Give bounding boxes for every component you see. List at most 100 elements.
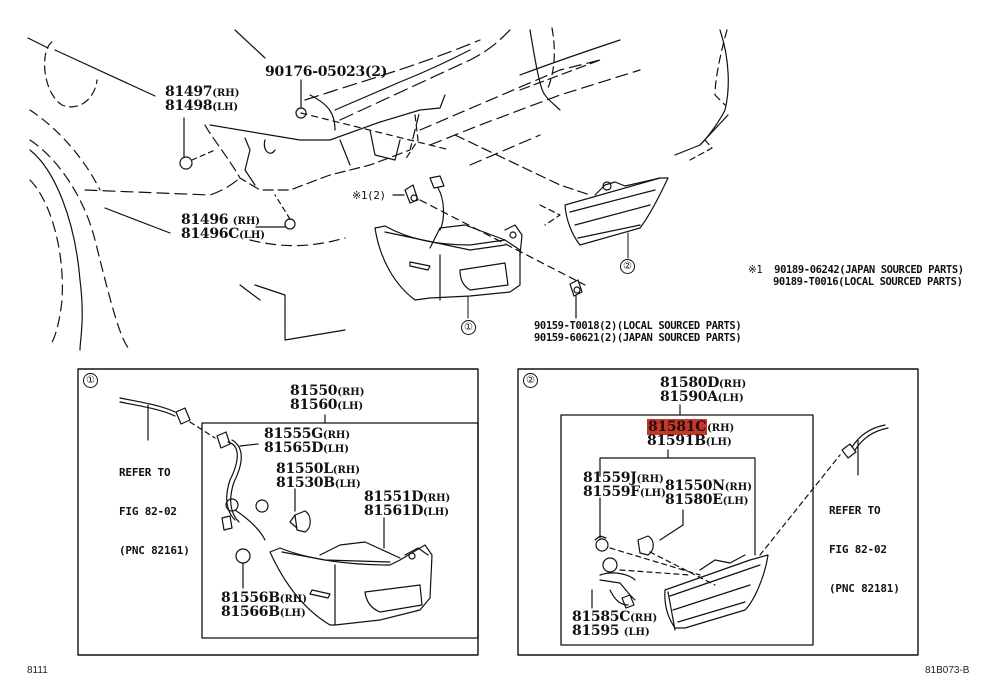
side-lh: (LH) xyxy=(323,444,349,455)
label-box2-bulb-b[interactable]: 81550N(RH) 81580E(LH) xyxy=(665,478,752,508)
label-box1-bulb[interactable]: 81550L(RH) 81530B(LH) xyxy=(276,461,361,491)
label-clip-lower[interactable]: 81496 (RH) 81496C(LH) xyxy=(181,212,266,242)
part-number-rh-highlighted[interactable]: 81581C xyxy=(647,419,708,435)
part-number-lh: 81580E xyxy=(665,492,723,508)
side-rh: (RH) xyxy=(724,482,752,493)
part-number-lh: 81566B xyxy=(221,604,280,620)
box1-socket-harness xyxy=(216,431,269,589)
part-number-rh: 81555G xyxy=(264,426,323,442)
box2-wire xyxy=(841,424,889,476)
side-rh: (RH) xyxy=(636,474,664,485)
label-clip-upper[interactable]: 81497(RH) 81498(LH) xyxy=(165,84,240,114)
part-number-rh: 81496 xyxy=(181,212,233,228)
box2-socket xyxy=(591,557,636,609)
part-number: 90176-05023(2) xyxy=(265,64,388,80)
side-rh: (RH) xyxy=(630,613,658,624)
part-number-lh: 81559F xyxy=(583,484,640,500)
side-rh: (RH) xyxy=(337,387,365,398)
section-code: 8111 xyxy=(27,665,48,676)
overview-lamp-outer xyxy=(374,175,523,319)
label-box1-assembly[interactable]: 81550(RH) 81560(LH) xyxy=(290,383,365,413)
box1-wire xyxy=(119,397,216,441)
part-number-lh: 81561D xyxy=(364,503,424,519)
footnote-line-local: 90189-T0016(LOCAL SOURCED PARTS) xyxy=(773,276,963,288)
footnote-line-japan: 90189-06242(JAPAN SOURCED PARTS) xyxy=(774,264,964,276)
box1-bulb xyxy=(289,488,311,533)
callout-2-overview[interactable]: ② xyxy=(620,259,635,274)
screw-local: 90159-T0018(2)(LOCAL SOURCED PARTS) xyxy=(534,320,742,332)
box2-lens xyxy=(664,554,769,631)
callout-1-overview[interactable]: ① xyxy=(461,320,476,335)
refer-box2: REFER TO FIG 82-02 (PNC 82181) xyxy=(829,478,900,608)
refer-line: REFER TO xyxy=(119,466,171,479)
part-number-rh: 81585C xyxy=(572,609,631,625)
car-body-outline xyxy=(27,27,729,351)
box-2-inner-frame xyxy=(560,414,814,646)
part-number-lh: 81496C xyxy=(181,226,240,242)
label-screw-note-ref: ※1(2) xyxy=(352,189,386,202)
part-number-rh: 81580D xyxy=(660,375,720,391)
part-number-rh: 81551D xyxy=(364,489,424,505)
box2-dash-links xyxy=(609,454,841,586)
screw-japan: 90159-60621(2)(JAPAN SOURCED PARTS) xyxy=(534,332,742,344)
refer-line: REFER TO xyxy=(829,504,881,517)
refer-pnc: (PNC 82181) xyxy=(829,582,900,595)
side-lh: (LH) xyxy=(337,401,364,412)
callout-1-box: ① xyxy=(83,373,98,388)
side-rh: (RH) xyxy=(279,594,307,605)
side-lh: (LH) xyxy=(717,393,744,404)
overview-fasteners xyxy=(179,79,586,319)
callout-2-box: ② xyxy=(523,373,538,388)
side-lh: (LH) xyxy=(279,608,306,619)
box2-bulb-a xyxy=(594,497,609,552)
box1-lens xyxy=(269,517,433,626)
part-number-rh: 81559J xyxy=(583,470,637,486)
part-number-rh: 81556B xyxy=(221,590,280,606)
part-number-rh: 81550 xyxy=(290,383,338,399)
part-number-lh: 81565D xyxy=(264,440,324,456)
side-rh: (RH) xyxy=(212,88,240,99)
side-rh: (RH) xyxy=(707,423,735,434)
part-number-rh: 81497 xyxy=(165,84,213,100)
part-number-lh: 81530B xyxy=(276,475,335,491)
side-lh: (LH) xyxy=(722,496,749,507)
label-box1-socket[interactable]: 81556B(RH) 81566B(LH) xyxy=(221,590,307,620)
label-box2-lens[interactable]: 81581C(RH) 81591B(LH) xyxy=(647,419,735,449)
side-lh: (LH) xyxy=(334,479,361,490)
side-lh: (LH) xyxy=(639,488,666,499)
refer-box1: REFER TO FIG 82-02 (PNC 82161) xyxy=(119,440,190,570)
label-box2-bulb-a[interactable]: 81559J(RH) 81559F(LH) xyxy=(583,470,666,500)
side-rh: (RH) xyxy=(719,379,747,390)
refer-figure: FIG 82-02 xyxy=(829,543,887,556)
part-number-rh: 81550N xyxy=(665,478,725,494)
part-number-lh: 81498 xyxy=(165,98,213,114)
figure-id: 81B073-B xyxy=(925,665,970,676)
part-number-lh: 81595 xyxy=(572,623,624,639)
label-box2-socket[interactable]: 81585C(RH) 81595 (LH) xyxy=(572,609,658,639)
box-1-inner-frame xyxy=(201,422,479,639)
footnote-1: ※1 90189-06242(JAPAN SOURCED PARTS) 9018… xyxy=(748,264,964,288)
box2-bulb-b xyxy=(637,509,684,556)
side-lh: (LH) xyxy=(623,627,650,638)
label-box1-socket-wire[interactable]: 81555G(RH) 81565D(LH) xyxy=(264,426,351,456)
refer-figure: FIG 82-02 xyxy=(119,505,177,518)
label-nut: 90176-05023(2) xyxy=(265,64,388,80)
part-number-lh: 81591B xyxy=(647,433,706,449)
part-number-lh: 81590A xyxy=(660,389,718,405)
side-lh: (LH) xyxy=(212,102,239,113)
side-rh: (RH) xyxy=(322,430,351,441)
part-number-rh: 81550L xyxy=(276,461,333,477)
side-lh: (LH) xyxy=(239,230,266,241)
side-rh: (RH) xyxy=(332,465,360,476)
side-lh: (LH) xyxy=(423,507,449,518)
label-screw-lower[interactable]: 90159-T0018(2)(LOCAL SOURCED PARTS) 9015… xyxy=(534,320,742,344)
side-lh: (LH) xyxy=(705,437,732,448)
overview-lamp-inner xyxy=(564,177,669,259)
part-number-lh: 81560 xyxy=(290,397,338,413)
label-box1-lens[interactable]: 81551D(RH) 81561D(LH) xyxy=(364,489,450,519)
side-rh: (RH) xyxy=(232,216,261,227)
label-box2-assembly[interactable]: 81580D(RH) 81590A(LH) xyxy=(660,375,747,405)
footnote-marker: ※1 xyxy=(748,264,763,276)
box-2-frame xyxy=(517,368,919,656)
